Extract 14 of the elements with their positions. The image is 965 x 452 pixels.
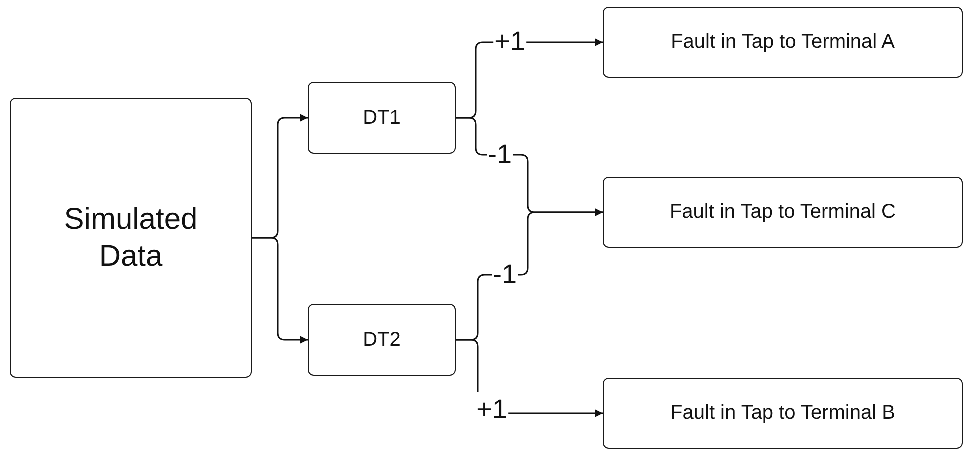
box-label: Fault in Tap to Terminal C xyxy=(670,200,896,225)
process-box xyxy=(308,82,456,154)
box-label: Simulated Data xyxy=(63,202,199,275)
process-box xyxy=(308,304,456,376)
arrow xyxy=(455,339,604,418)
box-label: DT2 xyxy=(363,328,401,352)
box-label: DT1 xyxy=(363,106,401,130)
box-label: Fault in Tap to Terminal B xyxy=(670,401,896,426)
process-box xyxy=(603,7,963,78)
process-box xyxy=(603,177,963,248)
box-label: Fault in Tap to Terminal A xyxy=(671,30,895,55)
process-box xyxy=(10,98,252,378)
arrow xyxy=(252,237,308,344)
process-box xyxy=(603,378,963,449)
